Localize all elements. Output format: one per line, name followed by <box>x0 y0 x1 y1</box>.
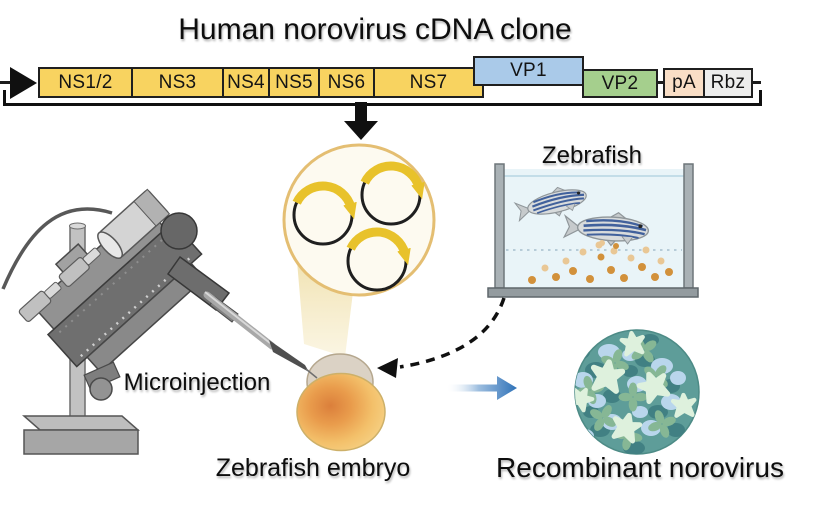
fish-tank <box>487 163 699 298</box>
injection-needle <box>203 291 318 379</box>
microinjector-illustration <box>1 188 239 455</box>
blue-arrow-icon <box>447 376 517 400</box>
plasmid-icon <box>360 161 425 226</box>
segment-ns5: NS5 <box>268 67 320 98</box>
construct-bracket <box>3 90 762 106</box>
plasmid-icon <box>346 227 411 292</box>
dashed-arrow-icon <box>377 297 506 378</box>
backbone-line <box>654 81 665 84</box>
segment-vp1: VP1 <box>473 56 584 86</box>
fish-eggs <box>528 240 673 284</box>
manipulator-body <box>32 198 206 374</box>
embryo-label: Zebrafish embryo <box>215 454 411 482</box>
down-arrow-icon <box>344 121 378 140</box>
segment-rbz: Rbz <box>703 68 753 98</box>
motor-cylinder <box>97 188 171 259</box>
cable <box>1 207 113 290</box>
microinjection-label: Microinjection <box>123 369 271 396</box>
norovirus-icon <box>574 329 700 455</box>
segment-vp2: VP2 <box>582 69 658 98</box>
embryo-illustration <box>296 353 386 452</box>
virus-label: Recombinant norovirus <box>496 452 784 483</box>
segment-ns6: NS6 <box>318 67 375 98</box>
segment-ns1-2: NS1/2 <box>38 67 133 98</box>
segment-pa: pA <box>663 68 705 98</box>
stand-base <box>22 415 140 431</box>
plasmid-icon <box>292 181 357 246</box>
backbone-line <box>0 81 12 84</box>
promoter-arrow-icon <box>10 67 37 99</box>
tank-label: Zebrafish <box>541 142 643 169</box>
adjust-knob <box>58 247 101 287</box>
down-arrow-icon <box>355 102 367 122</box>
backbone-line <box>751 81 761 84</box>
adjust-knob <box>18 281 62 322</box>
segment-ns3: NS3 <box>131 67 224 98</box>
segment-ns7: NS7 <box>373 67 484 98</box>
page-title: Human norovirus cDNA clone <box>178 13 572 46</box>
segment-ns4: NS4 <box>222 67 270 98</box>
holder-knob <box>160 212 198 250</box>
plasmid-bubble <box>282 143 436 297</box>
